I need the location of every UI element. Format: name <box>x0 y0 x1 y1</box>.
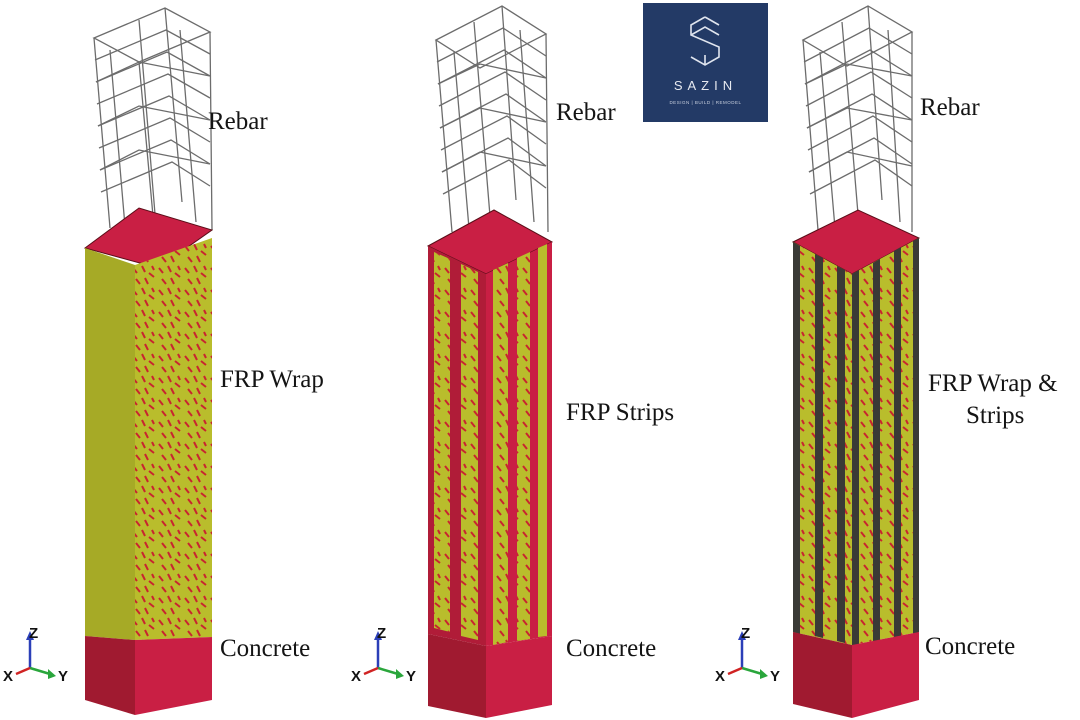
axis-y-label: Y <box>406 668 416 682</box>
logo-brand: SAZIN <box>673 78 738 93</box>
axis-triad: Z X Y <box>350 622 420 685</box>
axis-z-label: Z <box>29 625 38 642</box>
axis-triad: Z X Y <box>2 622 72 685</box>
rebar-cage <box>92 7 213 239</box>
frp-label-line2: Strips <box>966 402 1025 429</box>
rebar-label: Rebar <box>556 99 616 126</box>
concrete-label: Concrete <box>566 635 657 662</box>
sazin-logo: SAZIN DESIGN | BUILD | REMODEL <box>643 3 768 122</box>
concrete-base-side <box>486 636 552 718</box>
stacked-s-monogram-icon <box>690 16 720 66</box>
frp-strips-dark <box>793 238 919 645</box>
column-frp-strips <box>426 5 554 718</box>
concrete-label: Concrete <box>220 635 311 662</box>
frp-strips-side <box>493 244 547 645</box>
axis-y-label: Y <box>58 668 68 682</box>
frp-strips-front <box>434 252 478 640</box>
concrete-base-front <box>85 636 135 715</box>
frp-label: FRP Wrap & <box>928 370 1058 397</box>
concrete-base-side <box>852 632 919 718</box>
axis-z-label: Z <box>741 625 750 642</box>
frp-label: FRP Strips <box>566 399 675 426</box>
concrete-label: Concrete <box>925 633 1016 660</box>
concrete-base-side <box>135 637 212 715</box>
rebar-label: Rebar <box>920 94 980 121</box>
axis-x-label: X <box>3 668 13 682</box>
concrete-base-front <box>793 632 852 718</box>
axis-y-label: Y <box>770 668 780 682</box>
column-frp-wrap-and-strips <box>791 5 921 718</box>
concrete-base-front <box>428 634 486 718</box>
rebar-cage <box>801 5 914 241</box>
column-frp-wrap <box>83 7 214 715</box>
axis-z-label: Z <box>377 625 386 642</box>
frp-wrap-front-face <box>85 248 135 640</box>
rebar-label: Rebar <box>208 108 268 135</box>
logo-tagline: DESIGN | BUILD | REMODEL <box>669 100 742 105</box>
axis-x-label: X <box>715 668 725 682</box>
frp-label: FRP Wrap <box>220 366 324 393</box>
axis-x-label: X <box>351 668 361 682</box>
axis-triad: Z X Y <box>714 622 784 685</box>
concrete-top-face <box>83 207 214 269</box>
rebar-cage <box>434 5 549 241</box>
